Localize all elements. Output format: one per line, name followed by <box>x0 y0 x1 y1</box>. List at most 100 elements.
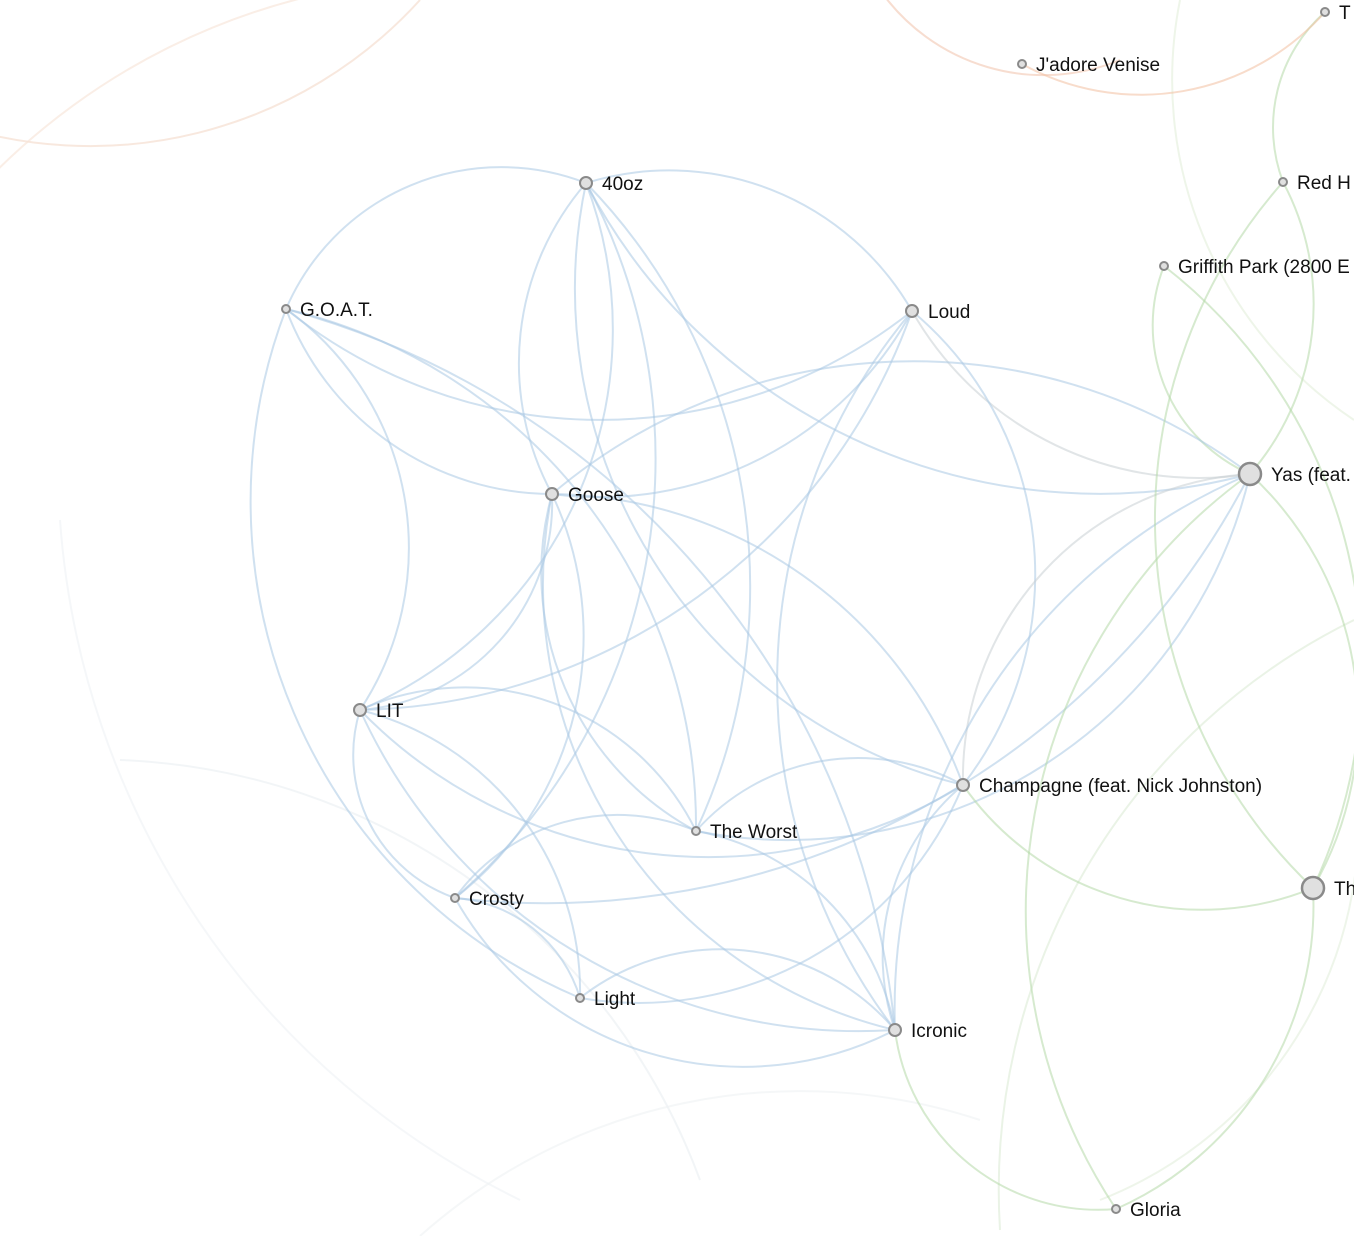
node-light[interactable]: Light <box>575 989 636 1010</box>
node-goat[interactable]: G.O.A.T. <box>281 300 373 321</box>
node-circle[interactable] <box>1017 59 1027 69</box>
link-arc <box>359 493 554 711</box>
node-label: Gloria <box>1130 1200 1181 1221</box>
link-arc <box>285 308 410 711</box>
background-arc <box>119 759 701 1181</box>
background-arc <box>0 0 299 169</box>
link-arc <box>285 308 698 832</box>
link-arc <box>454 493 585 899</box>
node-label: Crosty <box>469 889 524 910</box>
node-champagne[interactable]: Champagne (feat. Nick Johnston) <box>956 776 1262 797</box>
background-arc <box>1171 0 1354 421</box>
link-arc <box>962 784 1314 911</box>
node-circle[interactable] <box>1111 1204 1121 1214</box>
node-label: Icronic <box>911 1021 967 1042</box>
link-arc <box>454 813 697 899</box>
link-arc <box>1115 887 1315 1210</box>
node-circle[interactable] <box>579 176 593 190</box>
node-circle[interactable] <box>450 893 460 903</box>
link-arc <box>359 686 697 832</box>
link-arc <box>1153 181 1314 889</box>
link-arc <box>285 308 553 495</box>
link-arc <box>881 784 964 1031</box>
link-arc <box>359 310 913 711</box>
link-arc <box>911 310 1037 786</box>
link-arc <box>454 182 657 899</box>
node-T[interactable]: T <box>1320 3 1351 24</box>
link-arc <box>1151 265 1251 475</box>
node-circle[interactable] <box>575 993 585 1003</box>
link-arc <box>454 897 581 999</box>
node-label: Griffith Park (2800 E <box>1178 257 1350 278</box>
link-arc <box>359 709 964 859</box>
node-jadore-venise[interactable]: J'adore Venise <box>1017 55 1160 76</box>
link-arc <box>695 473 1251 841</box>
link-arc <box>579 784 964 1004</box>
background-arc <box>419 1090 981 1236</box>
node-circle[interactable] <box>1300 875 1326 901</box>
link-layer <box>249 11 1354 1211</box>
node-label: Red H <box>1297 173 1351 194</box>
node-circle[interactable] <box>1159 261 1169 271</box>
link-arc <box>359 182 614 711</box>
background-arc <box>886 0 1121 77</box>
link-arc <box>1249 181 1315 475</box>
link-arc <box>1024 473 1251 1210</box>
background-arc <box>997 619 1354 1231</box>
node-circle[interactable] <box>281 304 291 314</box>
node-yas[interactable]: Yas (feat. <box>1237 461 1351 487</box>
node-circle[interactable] <box>1278 177 1288 187</box>
node-40oz[interactable]: 40oz <box>579 174 643 195</box>
node-label: 40oz <box>602 174 643 195</box>
node-circle[interactable] <box>905 304 919 318</box>
node-lit[interactable]: LIT <box>353 701 404 722</box>
node-label: J'adore Venise <box>1036 55 1160 76</box>
link-arc <box>542 493 896 1031</box>
node-crosty[interactable]: Crosty <box>450 889 524 910</box>
background-arc <box>1099 760 1354 1201</box>
node-label: Light <box>594 989 636 1010</box>
node-goose[interactable]: Goose <box>545 485 624 506</box>
link-arc <box>359 709 582 999</box>
node-label: Loud <box>928 302 970 323</box>
link-arc <box>540 493 697 832</box>
node-circle[interactable] <box>353 703 367 717</box>
node-circle[interactable] <box>1320 7 1330 17</box>
link-arc <box>585 182 752 832</box>
link-arc <box>359 709 896 1033</box>
node-circle[interactable] <box>691 826 701 836</box>
node-icronic[interactable]: Icronic <box>888 1021 967 1042</box>
link-arc <box>249 308 581 999</box>
link-arc <box>285 308 896 1031</box>
link-arc <box>1021 11 1326 96</box>
node-circle[interactable] <box>545 487 559 501</box>
node-label: Champagne (feat. Nick Johnston) <box>979 776 1262 797</box>
node-layer: T J'adore Venise 40oz Red H Griffith Park (2… <box>281 3 1354 1221</box>
node-the-worst[interactable]: The Worst <box>691 822 798 843</box>
link-arc <box>454 473 1251 905</box>
node-circle[interactable] <box>1237 461 1263 487</box>
link-arc <box>285 166 587 310</box>
link-arc <box>893 473 1251 1031</box>
link-arc <box>961 473 1251 786</box>
link-arc <box>454 897 896 1068</box>
node-griffith-park[interactable]: Griffith Park (2800 E <box>1159 257 1350 278</box>
node-circle[interactable] <box>956 778 970 792</box>
node-gloria[interactable]: Gloria <box>1111 1200 1181 1221</box>
node-circle[interactable] <box>888 1023 902 1037</box>
node-label: T <box>1339 3 1351 24</box>
link-arc <box>911 310 1251 479</box>
node-label: LIT <box>376 701 404 722</box>
node-the[interactable]: The <box>1300 875 1354 901</box>
link-arc <box>579 948 896 1031</box>
link-arc <box>573 182 964 786</box>
link-arc <box>776 310 913 1031</box>
node-red-h[interactable]: Red H <box>1278 173 1351 194</box>
link-arc <box>894 1029 1117 1211</box>
background-arc <box>0 0 421 148</box>
node-label: The <box>1334 879 1354 900</box>
link-arc <box>517 182 587 495</box>
node-loud[interactable]: Loud <box>905 302 970 323</box>
